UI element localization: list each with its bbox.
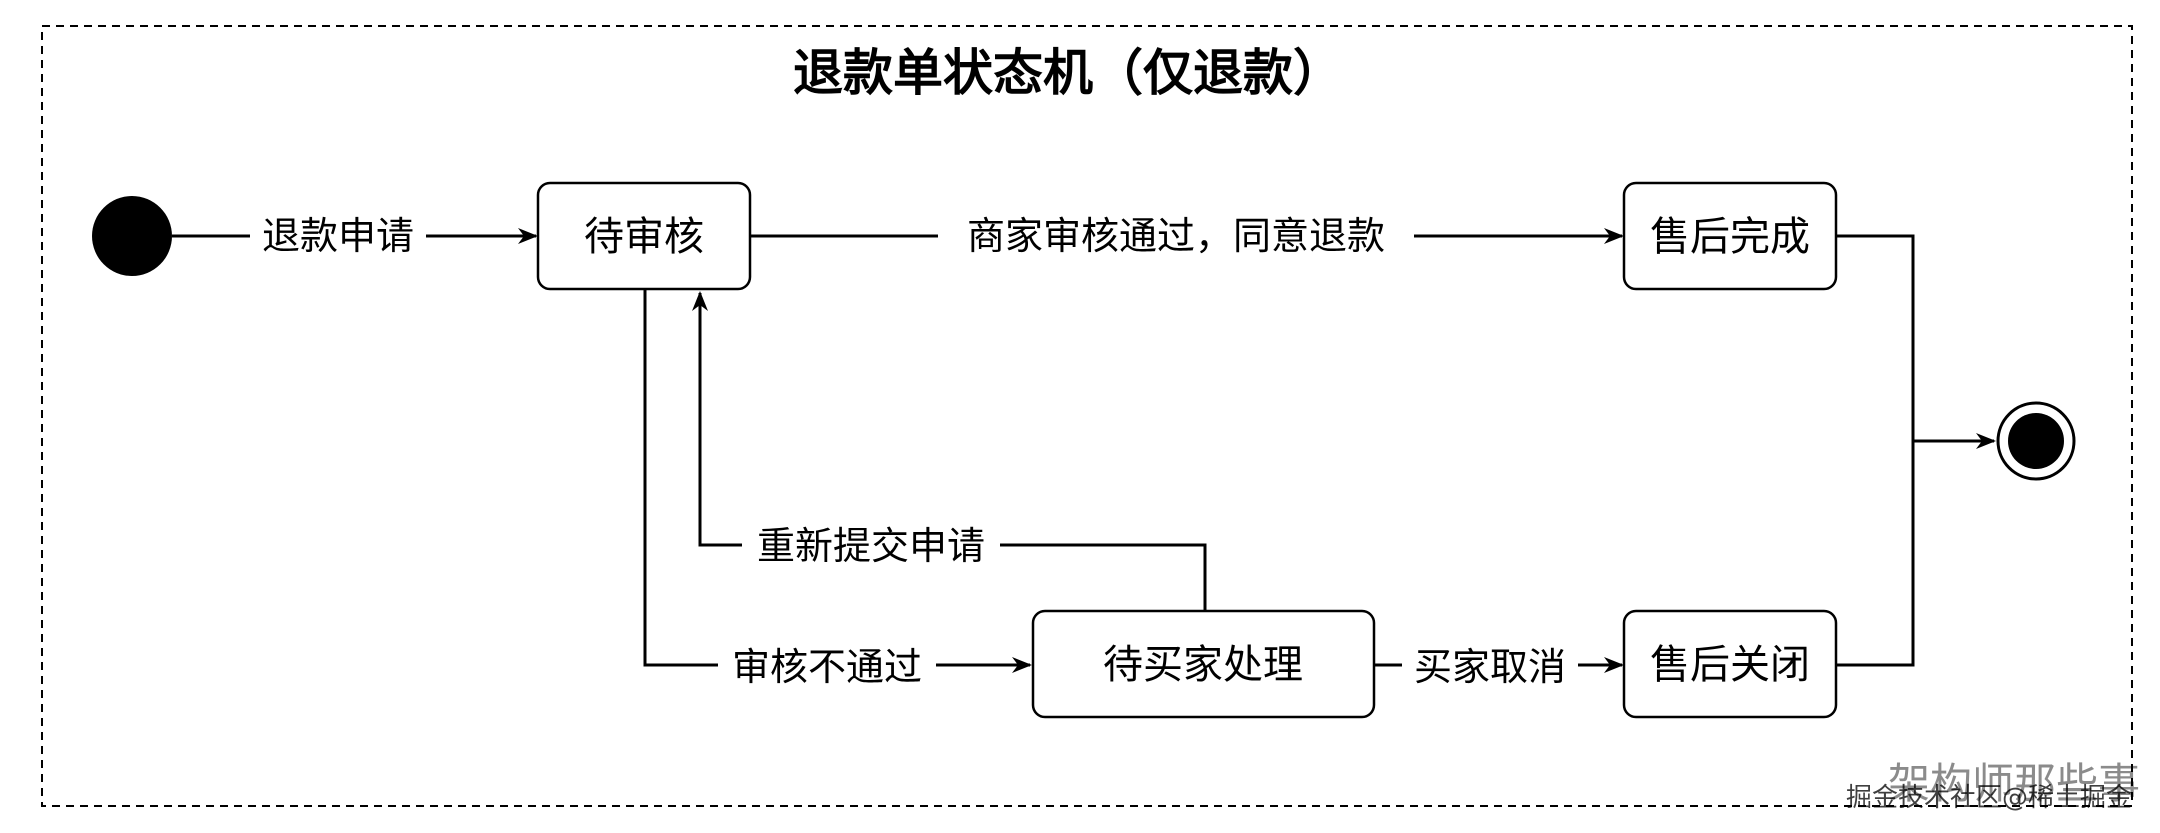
- state-aftersale-closed-label: 售后关闭: [1650, 642, 1810, 688]
- transition-merchant-approve-label: 商家审核通过，同意退款: [967, 214, 1385, 258]
- watermark-line1: 架构师那些事: [1888, 759, 2140, 808]
- state-aftersale-complete: [1622, 181, 1838, 291]
- state-pending-buyer-label: 待买家处理: [1103, 642, 1303, 688]
- edge-review-reject: [643, 289, 1032, 673]
- state-pending-review: [536, 181, 752, 291]
- label-pad-buyer-cancel: [1402, 640, 1578, 692]
- edge-closed-to-final: [1836, 441, 1915, 667]
- state-aftersale-closed: [1622, 609, 1838, 719]
- label-pad-merchant-approve: [938, 208, 1414, 260]
- edge-complete-to-final: [1836, 234, 1915, 441]
- label-pad-resubmit: [742, 519, 1000, 571]
- watermark-line2: 掘金技术社区@稀土掘金: [1846, 783, 2132, 813]
- state-pending-review-label: 待审核: [584, 214, 704, 260]
- transition-buyer-cancel-label: 买家取消: [1414, 645, 1566, 689]
- final-state-inner: [2008, 413, 2064, 469]
- state-aftersale-complete-label: 售后完成: [1650, 214, 1810, 260]
- label-pad-review-reject: [718, 640, 936, 692]
- transition-resubmit-label: 重新提交申请: [757, 524, 985, 568]
- label-pad-refund-apply: [250, 208, 426, 260]
- state-pending-buyer: [1031, 609, 1376, 719]
- transition-refund-apply-label: 退款申请: [262, 214, 414, 258]
- transition-review-reject-label: 审核不通过: [732, 645, 922, 689]
- diagram-frame: [41, 25, 2133, 807]
- initial-state: [92, 196, 172, 276]
- diagram-title: 退款单状态机（仅退款）: [793, 44, 1343, 102]
